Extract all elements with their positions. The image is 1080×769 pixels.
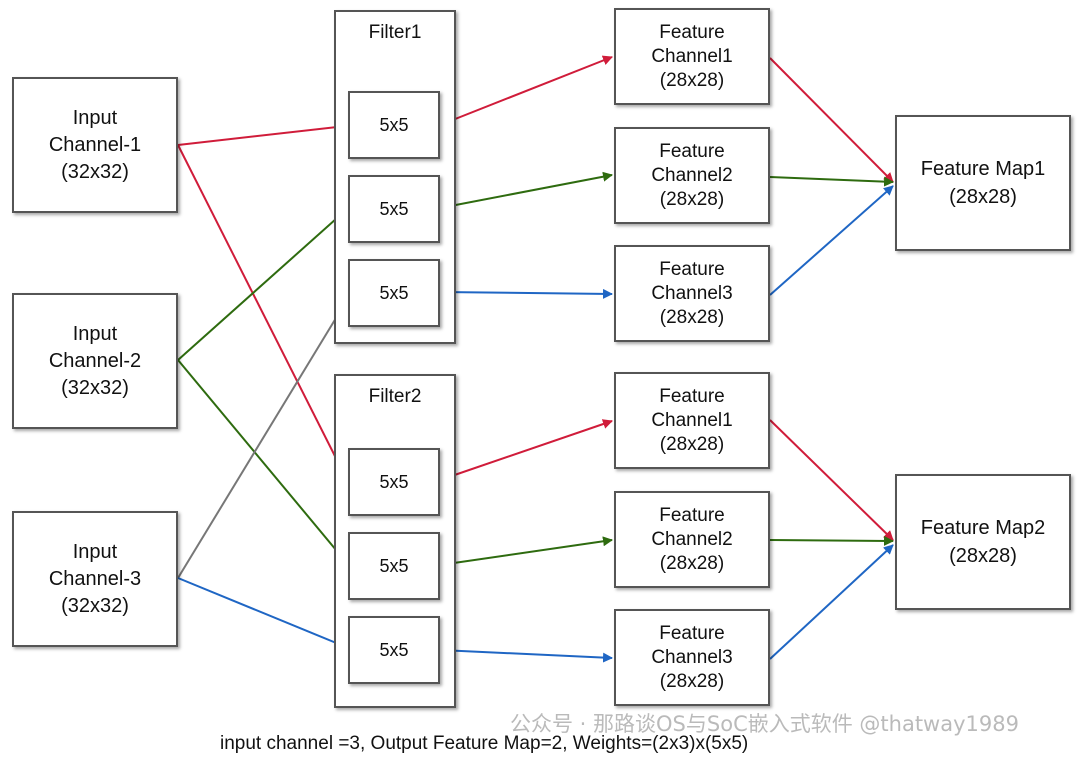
arrow-k3-feature3 — [439, 288, 613, 299]
filter-1-label: Filter1 — [368, 22, 422, 43]
feature-channel-box-1: Feature Channel1 (28x28) — [614, 8, 770, 105]
feature-map-2-label: Feature Map2 (28x28) — [920, 517, 1046, 567]
filter-2-kernel-1: 5x5 — [348, 448, 440, 516]
filter-2-label: Filter2 — [368, 386, 422, 407]
input-channel-2-box: Input Channel-2 (32x32) — [12, 293, 178, 429]
arrow-input3-filter2 — [177, 577, 347, 649]
arrow-feature4-map2 — [769, 419, 894, 541]
kernel-size-label: 5x5 — [379, 199, 409, 219]
input-channel-3-label: Input Channel-3 (32x32) — [48, 540, 142, 617]
arrow-feature6-map2 — [769, 544, 894, 660]
input-channel-3-box: Input Channel-3 (32x32) — [12, 511, 178, 647]
arrow-k4-feature4 — [439, 419, 613, 481]
feature-channel-label: Feature Channel3 (28x28) — [651, 622, 733, 692]
kernel-size-label: 5x5 — [379, 472, 409, 492]
input-channel-1-label: Input Channel-1 (32x32) — [48, 106, 142, 183]
filter-2-kernel-3: 5x5 — [348, 616, 440, 684]
arrow-k1-feature1 — [439, 55, 613, 126]
input-channel-2-label: Input Channel-2 (32x32) — [48, 322, 142, 399]
input-channel-1-box: Input Channel-1 (32x32) — [12, 77, 178, 213]
arrow-input3-filter1 — [177, 294, 351, 579]
arrow-k5-feature5 — [439, 536, 613, 566]
filter-2-kernel-2: 5x5 — [348, 532, 440, 600]
feature-channel-label: Feature Channel2 (28x28) — [651, 504, 733, 574]
kernel-size-label: 5x5 — [379, 556, 409, 576]
arrow-feature1-map1 — [769, 57, 894, 183]
feature-channel-label: Feature Channel1 (28x28) — [651, 385, 733, 455]
feature-map-1-box: Feature Map1 (28x28) — [895, 115, 1071, 251]
filter-1-kernel-2: 5x5 — [348, 175, 440, 243]
arrow-input2-filter1 — [177, 209, 347, 361]
kernel-size-label: 5x5 — [379, 640, 409, 660]
arrow-feature5-map2 — [769, 535, 894, 546]
arrow-feature3-map1 — [769, 185, 894, 296]
feature-channel-box-3: Feature Channel3 (28x28) — [614, 245, 770, 342]
arrow-k6-feature6 — [439, 649, 613, 663]
filter-1-kernel-1: 5x5 — [348, 91, 440, 159]
kernel-size-label: 5x5 — [379, 283, 409, 303]
feature-channel-box-5: Feature Channel2 (28x28) — [614, 491, 770, 588]
kernel-size-label: 5x5 — [379, 115, 409, 135]
arrow-input1-filter1 — [177, 122, 347, 146]
arrow-input1-filter2 — [177, 144, 347, 479]
diagram-caption: input channel =3, Output Feature Map=2, … — [220, 733, 749, 754]
feature-map-1-label: Feature Map1 (28x28) — [920, 158, 1046, 208]
filter-1-kernel-3: 5x5 — [348, 259, 440, 327]
feature-map-2-box: Feature Map2 (28x28) — [895, 474, 1071, 610]
feature-channel-box-2: Feature Channel2 (28x28) — [614, 127, 770, 224]
arrow-k2-feature2 — [439, 171, 613, 209]
arrow-feature2-map1 — [769, 176, 894, 187]
arrow-input2-filter2 — [177, 359, 347, 563]
feature-channel-label: Feature Channel2 (28x28) — [651, 140, 733, 210]
feature-channel-label: Feature Channel3 (28x28) — [651, 258, 733, 328]
feature-channel-label: Feature Channel1 (28x28) — [651, 21, 733, 91]
feature-channel-box-4: Feature Channel1 (28x28) — [614, 372, 770, 469]
watermark: 公众号 · 那路谈OS与SoC嵌入式软件 @thatway1989 — [510, 712, 1019, 736]
feature-channel-box-6: Feature Channel3 (28x28) — [614, 609, 770, 706]
